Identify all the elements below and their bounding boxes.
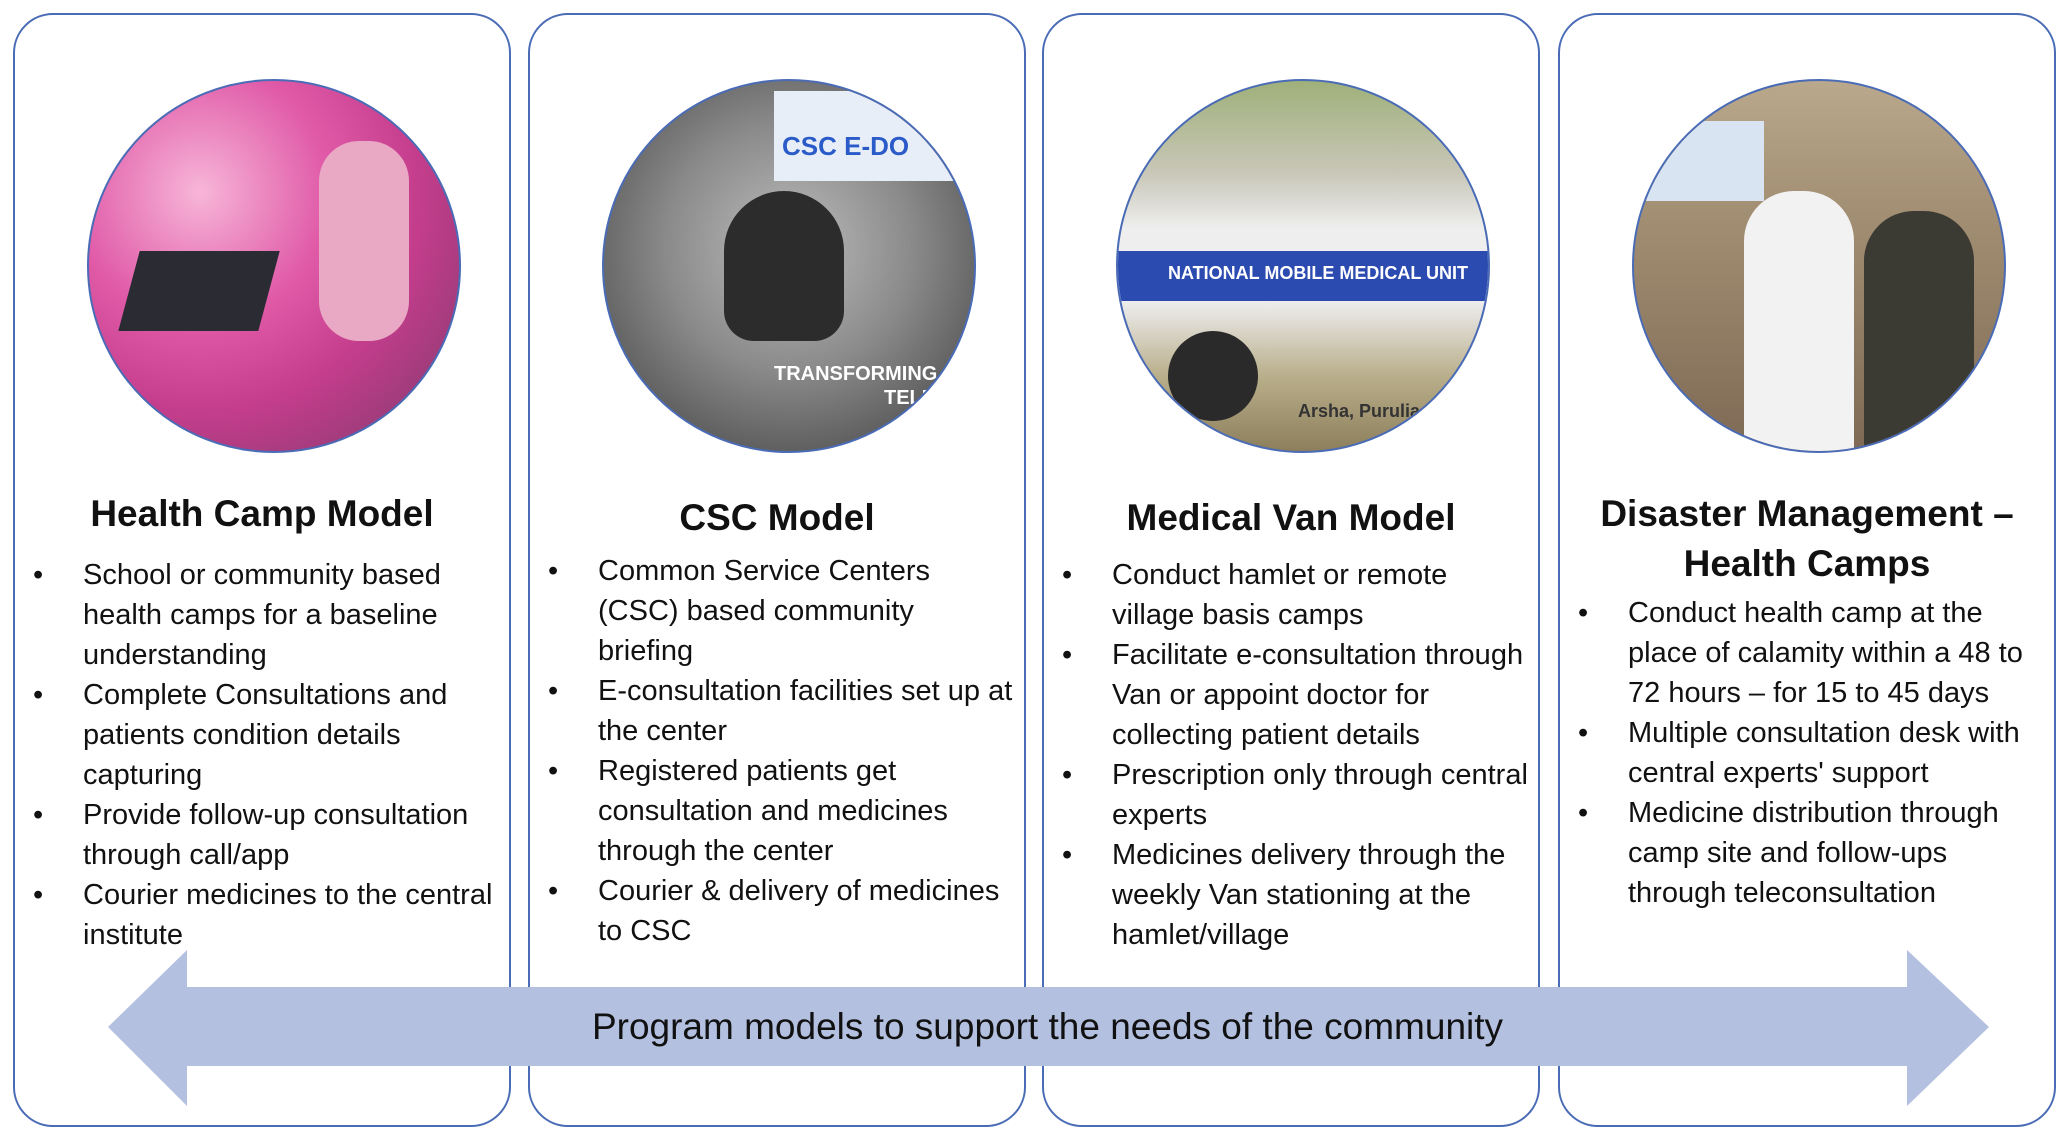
list-item: Medicines delivery through the weekly Va… <box>1062 835 1530 955</box>
list-item: Provide follow-up consultation through c… <box>33 795 501 875</box>
list-item: Facilitate e-consultation through Van or… <box>1062 635 1530 755</box>
panel-health-camp: Health Camp Model School or community ba… <box>13 13 511 1127</box>
arrow-label: Program models to support the needs of t… <box>591 1006 1504 1047</box>
panel-title: Medical Van Model <box>1126 497 1456 538</box>
list-item: E-consultation facilities set up at the … <box>548 671 1016 751</box>
bullet-list: Conduct hamlet or remote village basis c… <box>1044 555 1530 955</box>
person-image <box>319 141 409 341</box>
list-item: Multiple consultation desk with central … <box>1578 713 2046 793</box>
csc-telemedicine-photo: CSC E-DO TRANSFORMING TELEM <box>602 79 976 453</box>
photo-caption: Arsha, Purulia <box>1298 401 1421 421</box>
bullet-list: School or community based health camps f… <box>15 555 501 955</box>
list-item: Courier medicines to the central institu… <box>33 875 501 955</box>
person-image <box>724 191 844 341</box>
photo-caption: TRANSFORMING <box>774 363 938 385</box>
van-banner: NATIONAL MOBILE MEDICAL UNIT <box>1118 251 1488 301</box>
list-item: Prescription only through central expert… <box>1062 755 1530 835</box>
list-item: Registered patients get consultation and… <box>548 751 1016 871</box>
list-item: School or community based health camps f… <box>33 555 501 675</box>
bullet-list: Conduct health camp at the place of cala… <box>1560 593 2046 913</box>
health-camp-photo <box>87 79 461 453</box>
list-item: Medicine distribution through camp site … <box>1578 793 2046 913</box>
photo-caption: TELEM <box>884 387 952 409</box>
patient-image <box>1864 211 1974 451</box>
panel-title: Disaster Management – Health Camps <box>1600 493 2014 584</box>
panel-title: Health Camp Model <box>90 493 434 534</box>
bullet-list: Common Service Centers (CSC) based commu… <box>530 551 1016 951</box>
list-item: Conduct health camp at the place of cala… <box>1578 593 2046 713</box>
banner-image <box>1634 121 1764 201</box>
panel-title: CSC Model <box>679 497 875 538</box>
panel-medical-van: NATIONAL MOBILE MEDICAL UNIT Arsha, Puru… <box>1042 13 1540 1127</box>
wheel-image <box>1168 331 1258 421</box>
banner-text: NATIONAL MOBILE MEDICAL UNIT <box>1168 263 1468 283</box>
list-item: Complete Consultations and patients cond… <box>33 675 501 795</box>
laptop-image <box>118 251 280 331</box>
panel-disaster-management: Disaster Management – Health Camps Condu… <box>1558 13 2056 1127</box>
list-item: Common Service Centers (CSC) based commu… <box>548 551 1016 671</box>
panel-csc: CSC E-DO TRANSFORMING TELEM CSC Model Co… <box>528 13 1026 1127</box>
medical-van-photo: NATIONAL MOBILE MEDICAL UNIT Arsha, Puru… <box>1116 79 1490 453</box>
doctor-image <box>1744 191 1854 451</box>
disaster-camp-photo <box>1632 79 2006 453</box>
list-item: Conduct hamlet or remote village basis c… <box>1062 555 1530 635</box>
list-item: Courier & delivery of medicines to CSC <box>548 871 1016 951</box>
csc-banner: CSC E-DO <box>774 91 974 181</box>
banner-text: CSC E-DO <box>782 131 910 161</box>
